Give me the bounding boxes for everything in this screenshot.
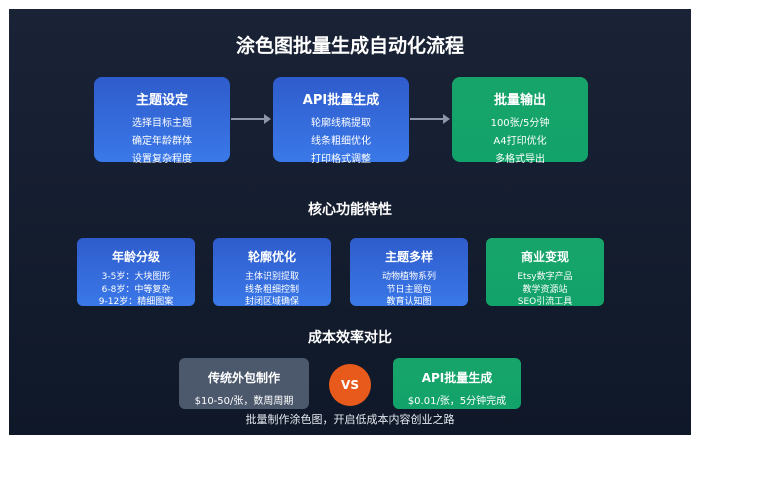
feature-line: 动物植物系列 — [381, 272, 436, 282]
flow-step-title: 主题设定 — [135, 93, 188, 108]
compare-detail: $10-50/张，数周周期 — [194, 396, 294, 407]
flow-step-title: API批量生成 — [302, 93, 380, 108]
flow-step-line: 打印格式调整 — [311, 154, 371, 165]
feature-line: 9-12岁：精细图案 — [98, 297, 174, 307]
feature-line: 封闭区域确保 — [244, 297, 299, 307]
flow-step-output: 批量输出 100张/5分钟 A4打印优化 多格式导出 — [452, 77, 588, 165]
feature-line: 主体识别提取 — [244, 272, 299, 282]
feature-line: 3-5岁：大块图形 — [101, 272, 171, 282]
flow-step-title: 批量输出 — [493, 93, 546, 108]
footer-tagline: 批量制作涂色图，开启低成本内容创业之路 — [245, 413, 455, 426]
flow-step-line: 设置复杂程度 — [132, 154, 192, 165]
flow-step-api: API批量生成 轮廓线稿提取 线条粗细优化 打印格式调整 — [273, 77, 409, 165]
feature-line: 教育认知图 — [386, 297, 432, 307]
feature-title: 年龄分级 — [111, 250, 160, 264]
compare-traditional: 传统外包制作 $10-50/张，数周周期 — [179, 358, 309, 409]
feature-card-outline: 轮廓优化 主体识别提取 线条粗细控制 封闭区域确保 — [213, 238, 331, 307]
compare-title: API批量生成 — [421, 371, 493, 385]
diagram-panel: 涂色图批量生成自动化流程 主题设定 选择目标主题 确定年龄群体 设置复杂程度 A… — [9, 9, 691, 435]
feature-title: 轮廓优化 — [247, 250, 296, 264]
features-heading: 核心功能特性 — [308, 202, 392, 218]
feature-line: 线条粗细控制 — [244, 284, 299, 295]
flow-step-line: 选择目标主题 — [132, 118, 192, 129]
flow-step-line: 确定年龄群体 — [132, 136, 192, 147]
flow-step-line: 100张/5分钟 — [490, 118, 550, 129]
flow-arrow — [231, 114, 271, 124]
feature-line: 教学资源站 — [522, 284, 568, 295]
feature-line: 6-8岁：中等复杂 — [101, 284, 171, 295]
feature-card-business: 商业变现 Etsy数字产品 教学资源站 SEO引流工具 — [486, 238, 604, 307]
flow-step-topic: 主题设定 选择目标主题 确定年龄群体 设置复杂程度 — [94, 77, 230, 165]
feature-line: SEO引流工具 — [517, 297, 573, 307]
feature-line: Etsy数字产品 — [517, 272, 573, 282]
feature-card-age: 年龄分级 3-5岁：大块图形 6-8岁：中等复杂 9-12岁：精细图案 — [77, 238, 195, 307]
feature-title: 商业变现 — [520, 250, 569, 264]
compare-detail: $0.01/张，5分钟完成 — [407, 396, 507, 407]
vs-badge: VS — [329, 364, 371, 406]
flow-step-line: 线条粗细优化 — [311, 136, 371, 147]
compare-heading: 成本效率对比 — [308, 330, 392, 346]
compare-title: 传统外包制作 — [207, 371, 280, 385]
flow-arrow — [410, 114, 450, 124]
flow-step-line: A4打印优化 — [493, 136, 547, 147]
feature-title: 主题多样 — [384, 250, 433, 264]
diagram-title: 涂色图批量生成自动化流程 — [235, 35, 464, 57]
feature-card-theme: 主题多样 动物植物系列 节日主题包 教育认知图 — [350, 238, 468, 307]
compare-api: API批量生成 $0.01/张，5分钟完成 — [393, 358, 521, 409]
flow-step-line: 多格式导出 — [495, 154, 545, 165]
feature-line: 节日主题包 — [386, 284, 432, 295]
flow-step-line: 轮廓线稿提取 — [311, 118, 371, 129]
